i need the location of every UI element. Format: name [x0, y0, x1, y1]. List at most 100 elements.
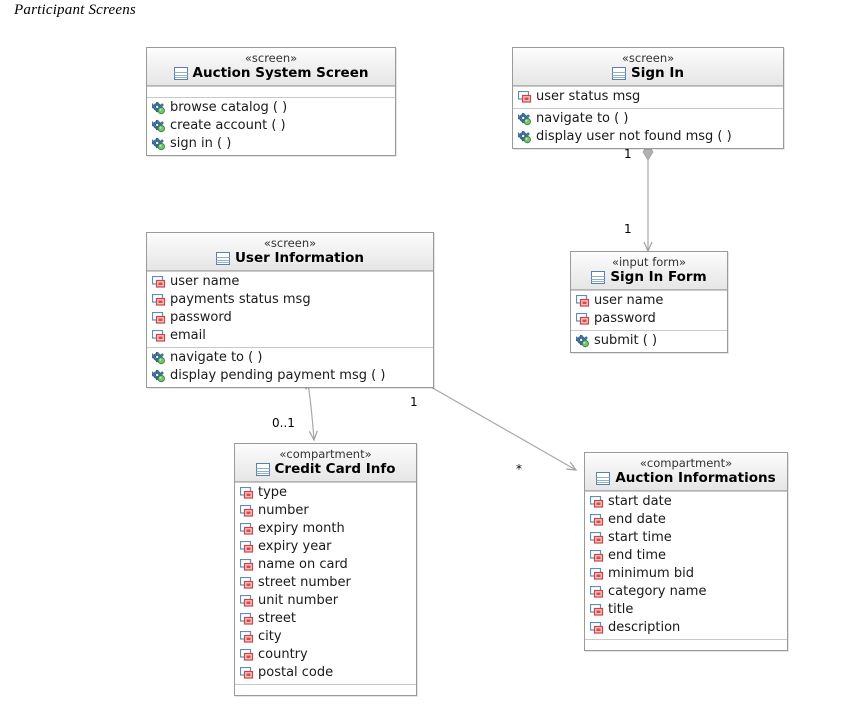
class-box-user-information[interactable]: «screen»User Information user name payment…: [146, 232, 434, 388]
attribute-row[interactable]: unit number: [235, 592, 416, 610]
attribute-row[interactable]: end time: [585, 547, 787, 565]
class-icon: [591, 270, 606, 284]
operation-row[interactable]: sign in ( ): [147, 135, 395, 153]
attribute-label: unit number: [258, 593, 339, 608]
attribute-icon: [239, 576, 254, 589]
attribute-row[interactable]: payments status msg: [147, 291, 433, 309]
attributes-compartment: user name password: [571, 290, 727, 330]
attribute-icon: [589, 531, 604, 544]
attribute-icon: [239, 558, 254, 571]
attribute-label: password: [170, 310, 232, 325]
multiplicity-signin-source: 1: [624, 147, 632, 161]
class-name: Sign In Form: [610, 269, 707, 285]
attribute-row[interactable]: type: [235, 484, 416, 502]
class-stereotype: «compartment»: [639, 456, 733, 470]
operation-row[interactable]: navigate to ( ): [147, 349, 433, 367]
operation-label: sign in ( ): [170, 136, 232, 151]
operation-label: display pending payment msg ( ): [170, 368, 386, 383]
attribute-icon: [239, 630, 254, 643]
operations-compartment-empty: [235, 684, 416, 695]
attribute-row[interactable]: password: [571, 310, 727, 328]
attribute-row[interactable]: number: [235, 502, 416, 520]
attribute-label: end time: [608, 548, 666, 563]
attribute-label: start time: [608, 530, 672, 545]
operation-row[interactable]: browse catalog ( ): [147, 99, 395, 117]
attribute-row[interactable]: user name: [571, 292, 727, 310]
attribute-icon: [239, 540, 254, 553]
attribute-row[interactable]: country: [235, 646, 416, 664]
operation-row[interactable]: create account ( ): [147, 117, 395, 135]
attribute-icon: [239, 594, 254, 607]
operations-compartment: navigate to ( ) display user not found ms…: [513, 108, 783, 148]
operation-icon: [150, 119, 166, 133]
operation-icon: [516, 112, 532, 126]
attribute-row[interactable]: category name: [585, 583, 787, 601]
attribute-icon: [239, 486, 254, 499]
attribute-icon: [151, 329, 166, 342]
class-box-auction-system-screen[interactable]: «screen»Auction System Screen browse cata…: [146, 47, 396, 156]
class-stereotype: «input form»: [611, 255, 687, 269]
operation-label: navigate to ( ): [536, 111, 629, 126]
attribute-row[interactable]: street: [235, 610, 416, 628]
attribute-row[interactable]: start time: [585, 529, 787, 547]
attribute-row[interactable]: title: [585, 601, 787, 619]
attribute-row[interactable]: expiry year: [235, 538, 416, 556]
attribute-label: name on card: [258, 557, 348, 572]
class-header: «screen»Auction System Screen: [147, 48, 395, 86]
operation-row[interactable]: navigate to ( ): [513, 110, 783, 128]
operation-label: browse catalog ( ): [170, 100, 288, 115]
attribute-row[interactable]: expiry month: [235, 520, 416, 538]
class-stereotype: «compartment»: [279, 447, 372, 461]
attribute-icon: [239, 504, 254, 517]
attribute-icon: [239, 666, 254, 679]
class-box-auction-informations[interactable]: «compartment»Auction Informations start d…: [584, 452, 788, 651]
attribute-label: city: [258, 629, 282, 644]
multiplicity-auctioninfo-target: *: [516, 462, 522, 476]
attribute-label: user name: [594, 293, 664, 308]
operation-row[interactable]: display user not found msg ( ): [513, 128, 783, 146]
operation-icon: [150, 101, 166, 115]
attribute-icon: [517, 90, 532, 103]
attributes-compartment: user status msg: [513, 86, 783, 108]
class-icon: [173, 66, 188, 80]
operation-row[interactable]: display pending payment msg ( ): [147, 367, 433, 385]
class-stereotype: «screen»: [263, 236, 317, 250]
attribute-row[interactable]: postal code: [235, 664, 416, 682]
attribute-row[interactable]: minimum bid: [585, 565, 787, 583]
class-icon: [612, 66, 627, 80]
attribute-row[interactable]: user status msg: [513, 88, 783, 106]
attribute-row[interactable]: name on card: [235, 556, 416, 574]
attribute-icon: [575, 312, 590, 325]
operation-row[interactable]: submit ( ): [571, 332, 727, 350]
attribute-label: user name: [170, 274, 240, 289]
attribute-label: street number: [258, 575, 351, 590]
attribute-label: minimum bid: [608, 566, 694, 581]
class-box-sign-in-form[interactable]: «input form»Sign In Form user name passwor…: [570, 251, 728, 353]
attribute-row[interactable]: email: [147, 327, 433, 345]
attribute-label: password: [594, 311, 656, 326]
class-name: Auction Informations: [615, 470, 776, 486]
operation-icon: [150, 137, 166, 151]
operations-compartment-empty: [585, 639, 787, 650]
attribute-icon: [589, 495, 604, 508]
attribute-row[interactable]: user name: [147, 273, 433, 291]
attribute-row[interactable]: city: [235, 628, 416, 646]
attribute-row[interactable]: description: [585, 619, 787, 637]
attribute-row[interactable]: start date: [585, 493, 787, 511]
class-name: User Information: [234, 250, 365, 266]
attribute-row[interactable]: password: [147, 309, 433, 327]
attribute-row[interactable]: street number: [235, 574, 416, 592]
attributes-compartment-empty: [147, 86, 395, 97]
operation-label: create account ( ): [170, 118, 286, 133]
class-name: Sign In: [631, 65, 684, 81]
page-title: Participant Screens: [14, 2, 136, 18]
operation-icon: [516, 130, 532, 144]
class-title-row: User Information: [153, 250, 427, 266]
attribute-row[interactable]: end date: [585, 511, 787, 529]
attribute-icon: [239, 522, 254, 535]
